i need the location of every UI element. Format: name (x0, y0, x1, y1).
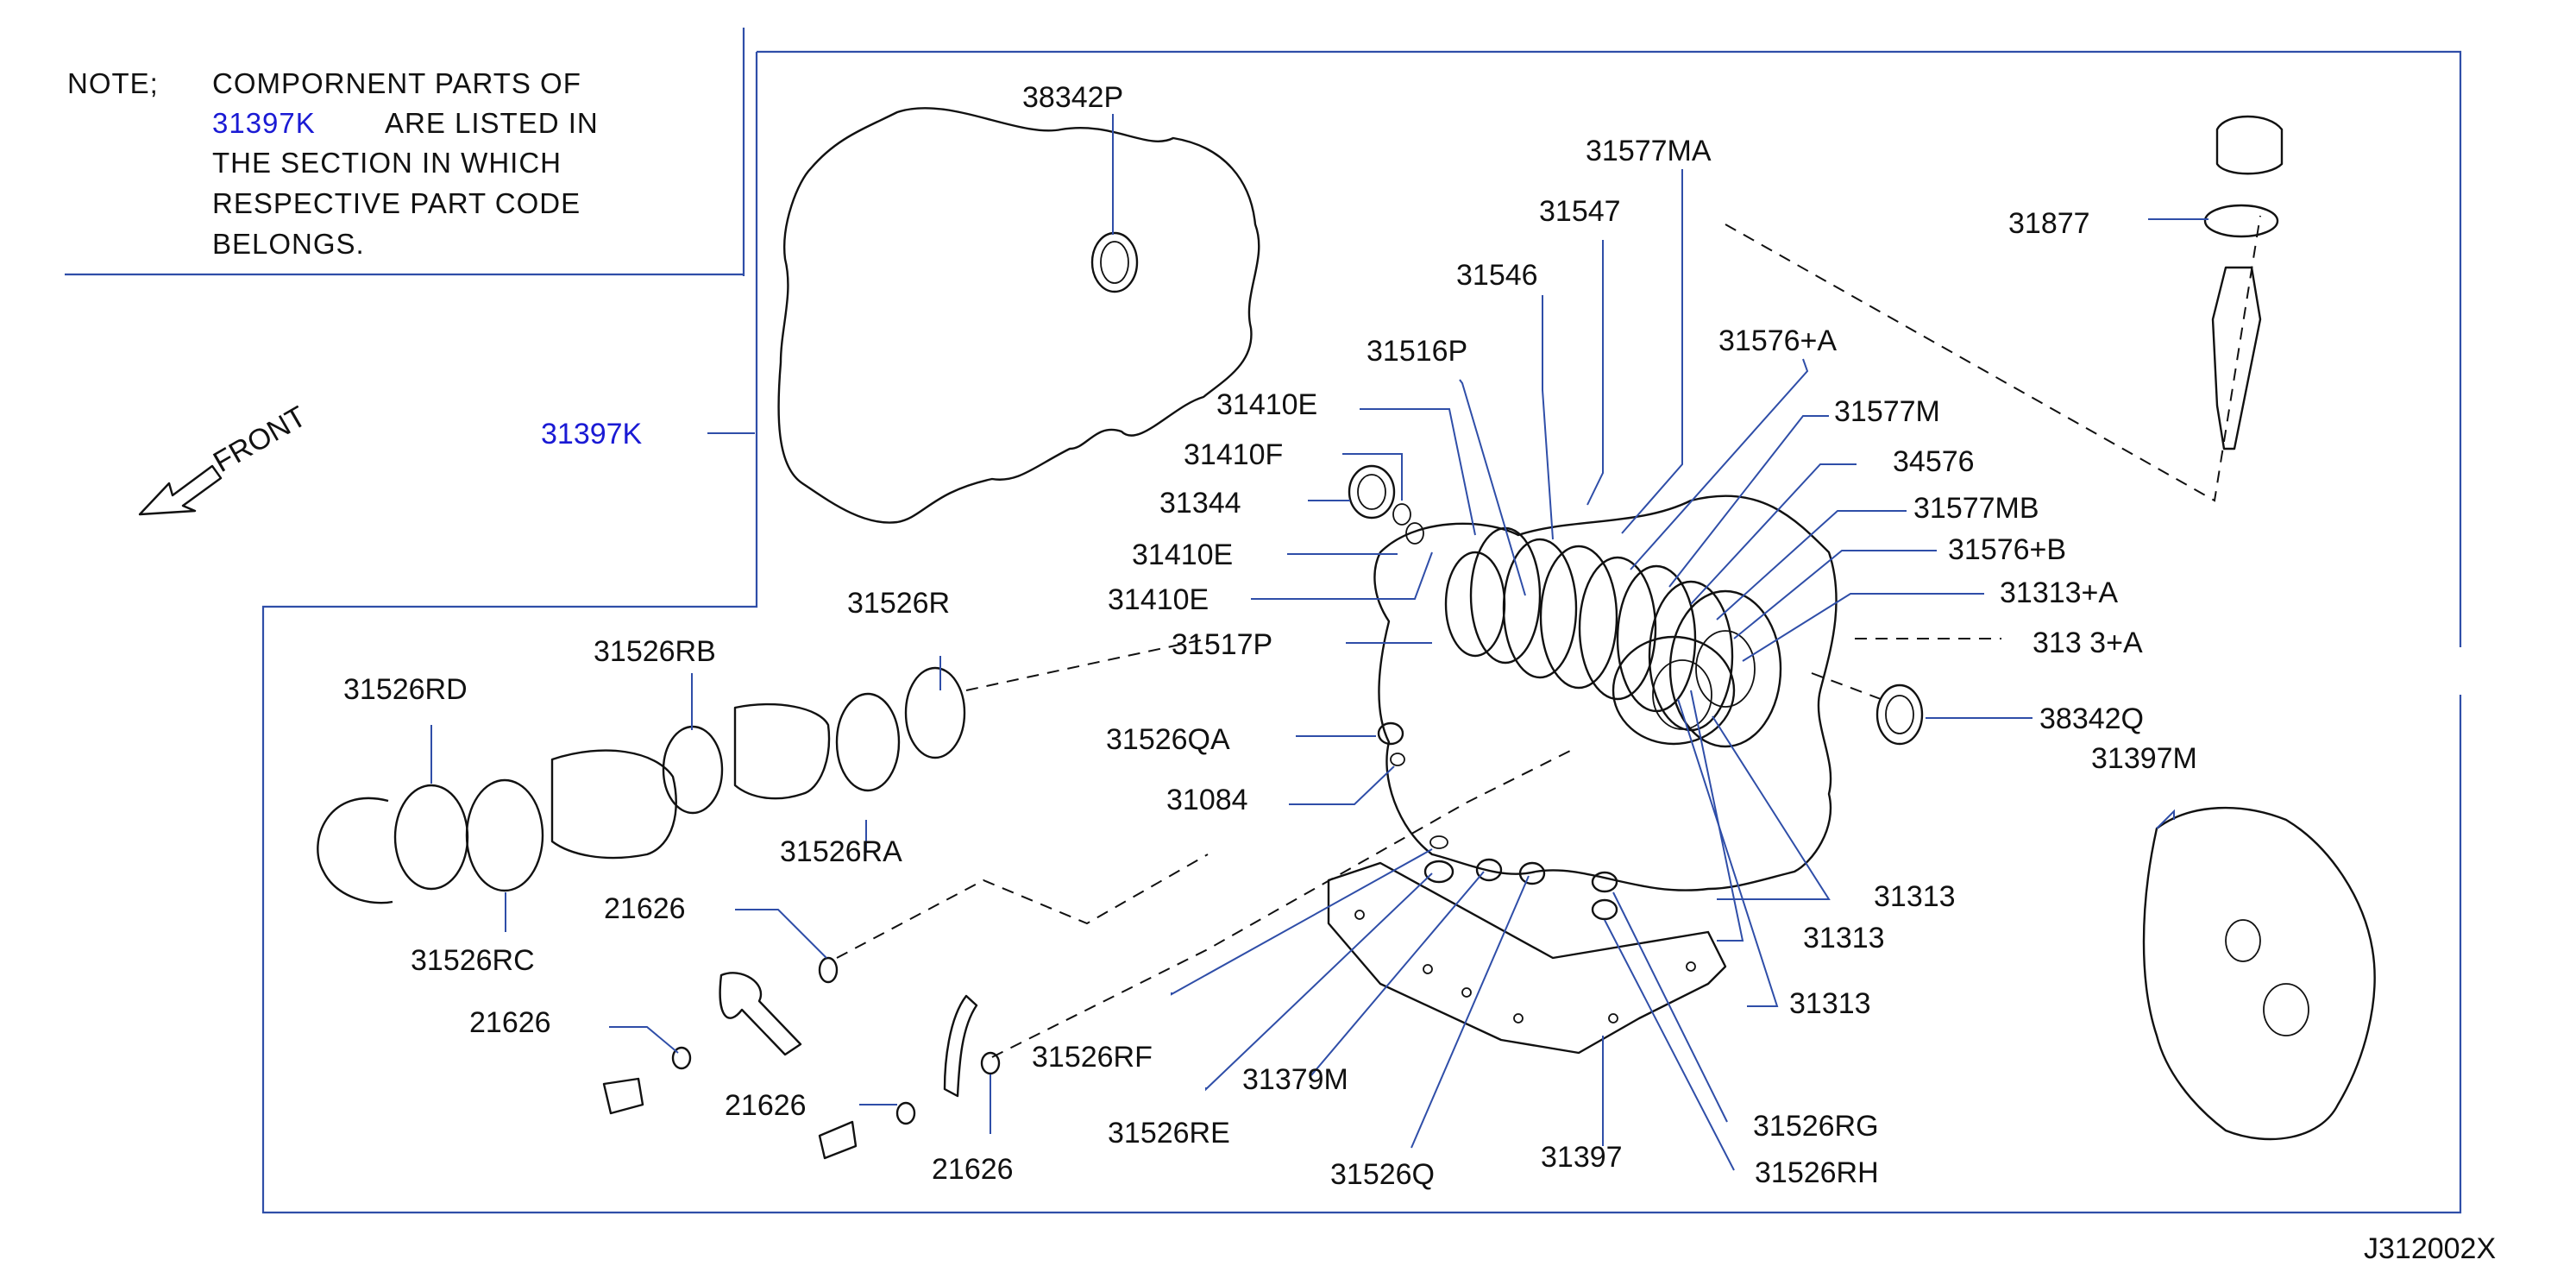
label-31517p: 31517P (1172, 628, 1272, 661)
label-31877: 31877 (2008, 207, 2090, 240)
label-31313-plus-a-dup: 313 3+A (2033, 627, 2143, 659)
label-31577m: 31577M (1834, 395, 1940, 428)
label-31526rf: 31526RF (1032, 1041, 1153, 1074)
label-31526re: 31526RE (1108, 1117, 1230, 1150)
note-line-3: THE SECTION IN WHICH (212, 147, 562, 179)
label-31577mb: 31577MB (1913, 492, 2039, 525)
note-block: NOTE; COMPORNENT PARTS OF 31397K ARE LIS… (67, 67, 599, 260)
label-31516p: 31516P (1367, 335, 1467, 368)
note-line-5: BELONGS. (212, 228, 365, 260)
label-31546: 31546 (1456, 259, 1538, 292)
label-31410e-b: 31410E (1132, 539, 1233, 571)
label-31526rd: 31526RD (343, 673, 468, 706)
label-21626-c: 21626 (725, 1089, 807, 1122)
front-label: FRONT (208, 400, 311, 478)
label-38342p: 38342P (1022, 81, 1123, 114)
label-31410f: 31410F (1184, 438, 1283, 471)
note-line-4: RESPECTIVE PART CODE (212, 187, 581, 219)
housing-31397m (1875, 683, 2376, 1141)
label-31547: 31547 (1539, 195, 1621, 228)
note-lead: NOTE; (67, 67, 159, 99)
label-31410e-c: 31410E (1108, 583, 1209, 616)
diagram-code: J312002X (2364, 1232, 2496, 1265)
label-34576: 34576 (1893, 445, 1975, 478)
label-31576-plus-a: 31576+A (1718, 324, 1837, 357)
part-labels: 38342P 31397K 31577MA 31547 31546 31516P… (343, 81, 2197, 1191)
mask-31517p (1208, 630, 1277, 656)
label-21626-d: 21626 (932, 1153, 1014, 1186)
oil-pan-31397 (1327, 721, 1727, 1055)
label-31526q: 31526Q (1330, 1158, 1435, 1191)
diagram-frame (65, 28, 2462, 1214)
label-31526rg: 31526RG (1753, 1110, 1879, 1143)
pipes-and-bolts (602, 956, 1001, 1160)
label-31344: 31344 (1159, 487, 1241, 520)
label-31526rh: 31526RH (1755, 1156, 1879, 1189)
label-31410e-a: 31410E (1216, 388, 1317, 421)
label-31313-c: 31313 (1789, 987, 1871, 1020)
label-31576-plus-b: 31576+B (1948, 533, 2066, 566)
label-31577ma: 31577MA (1586, 135, 1712, 167)
clutch-pack (1348, 464, 1838, 891)
filter-31877 (2203, 115, 2284, 450)
note-line-2: ARE LISTED IN (385, 107, 599, 139)
label-31526rb: 31526RB (594, 635, 716, 668)
case-outline-31397k (707, 107, 1260, 524)
label-31526qa: 31526QA (1106, 723, 1230, 756)
label-31397: 31397 (1541, 1141, 1623, 1174)
label-21626-a: 21626 (604, 892, 686, 925)
label-31397m: 31397M (2091, 742, 2197, 775)
front-arrow-icon: FRONT (138, 400, 311, 516)
label-31379m: 31379M (1242, 1063, 1348, 1096)
label-31397k-link[interactable]: 31397K (541, 418, 643, 450)
label-21626-b: 21626 (469, 1006, 551, 1039)
label-31084: 31084 (1166, 784, 1248, 816)
label-38342q: 38342Q (2039, 702, 2144, 735)
note-link-31397k[interactable]: 31397K (212, 107, 316, 139)
label-31526ra: 31526RA (780, 835, 902, 868)
note-line-1: COMPORNENT PARTS OF (212, 67, 581, 99)
seal-rings (317, 666, 966, 904)
label-31526r: 31526R (847, 587, 950, 620)
label-31313-a: 31313 (1874, 880, 1956, 913)
leader-lines (430, 169, 2208, 1171)
label-31313-b: 31313 (1803, 922, 1885, 954)
dashed-guides (836, 215, 2261, 1058)
label-31313-plus-a: 31313+A (2000, 576, 2118, 609)
mask-31313a-dup (2043, 623, 2077, 652)
label-31526rc: 31526RC (411, 944, 535, 977)
